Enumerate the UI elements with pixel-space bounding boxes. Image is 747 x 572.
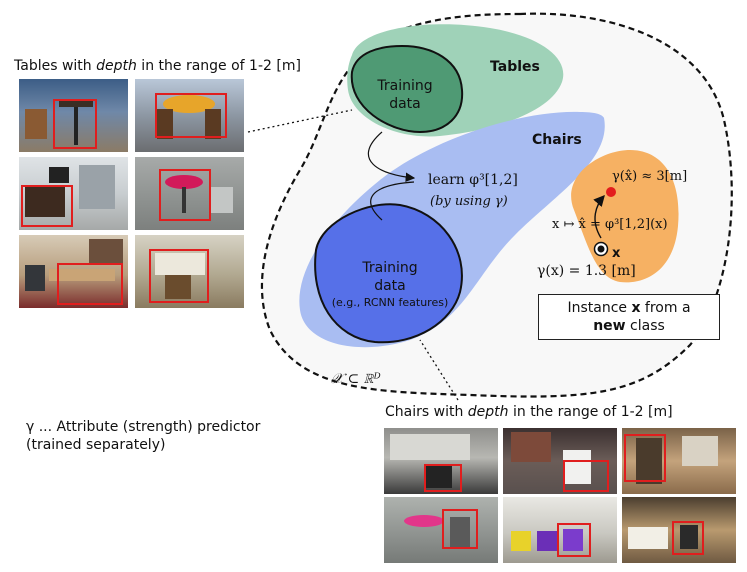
chairs-pointer-line <box>419 339 459 401</box>
chairs-training-line2: data <box>374 278 406 294</box>
chairs-caption: Chairs with depth in the range of 1-2 [m… <box>385 404 673 420</box>
space-label: 𝒳 ⊂ ℝᴰ <box>331 371 381 387</box>
table-photo-round-yellow-table <box>135 79 244 152</box>
tables-training-line2: data <box>389 96 421 112</box>
chair-photo-colorful-chairs <box>503 497 617 563</box>
table-bbox <box>57 263 123 305</box>
chair-photo-whiteboard-room-chair <box>384 428 498 494</box>
gamma-hat-label: γ(x̂) ≈ 3[m] <box>612 169 687 184</box>
learn-arrow-from-chairs <box>370 181 415 221</box>
gamma-note-line1: γ ... Attribute (strength) predictor <box>26 419 261 435</box>
learn-label: learn φ³[1,2] <box>428 172 518 188</box>
chair-photo-library-white-chair <box>503 428 617 494</box>
table-photo-wooden-conference-table <box>19 235 128 308</box>
table-photo-cluttered-table <box>135 235 244 308</box>
chair-bbox <box>672 521 704 555</box>
table-photo-desk-computer <box>19 157 128 230</box>
chairs-training-line3: (e.g., RCNN features) <box>332 296 449 309</box>
mapping-label: x ↦ x̂ = φ³[1,2](x) <box>552 217 668 232</box>
table-photo-pink-round-table <box>135 157 244 230</box>
learn-arrow-from-tables <box>367 131 416 183</box>
tables-region-label: Tables <box>490 59 540 75</box>
table-bbox <box>159 169 211 221</box>
table-bbox <box>53 99 97 149</box>
chairs-training-region <box>314 203 463 344</box>
x-point <box>597 245 605 253</box>
gamma-x-label: γ(x) = 1.3 [m] <box>537 263 636 279</box>
tables-caption: Tables with depth in the range of 1-2 [m… <box>14 58 301 74</box>
chairs-region-label: Chairs <box>532 132 582 148</box>
chair-bbox <box>624 434 666 482</box>
table-bbox <box>149 249 209 303</box>
chair-bbox <box>442 509 478 549</box>
table-photo-office-table <box>19 79 128 152</box>
tables-training-line1: Training <box>376 78 432 94</box>
x-point-label: x <box>612 246 621 261</box>
chair-bbox <box>424 464 462 492</box>
gamma-note: γ ... Attribute (strength) predictor (tr… <box>26 418 260 454</box>
chair-photo-pink-table-chair <box>384 497 498 563</box>
new-instance-line1: Instance x from a <box>567 300 691 316</box>
chairs-training-line1: Training <box>361 260 417 276</box>
table-bbox <box>155 93 227 138</box>
x-hat-point <box>606 187 616 197</box>
chair-photo-stool-chair <box>622 428 736 494</box>
tables-training-region <box>350 44 464 134</box>
chair-photo-hotel-room-chair <box>622 497 736 563</box>
chair-bbox <box>557 523 591 557</box>
mapping-arrow <box>593 194 605 239</box>
table-bbox <box>21 185 73 227</box>
new-instance-box: Instance x from a new class <box>538 294 720 340</box>
chair-bbox <box>563 460 609 492</box>
gamma-note-line2: (trained separately) <box>26 437 166 453</box>
new-instance-line2: new class <box>593 318 665 334</box>
learn-sublabel: (by using γ) <box>430 194 508 209</box>
